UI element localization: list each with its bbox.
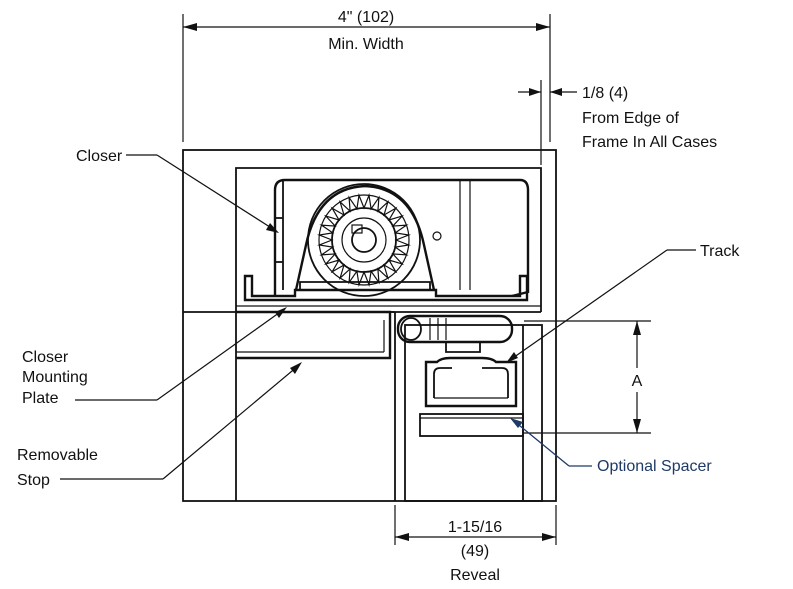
edge-offset-label-2: From Edge of	[582, 110, 679, 127]
edge-offset-label-3: Frame In All Cases	[582, 134, 717, 151]
reveal-label-3: Reveal	[450, 567, 500, 584]
gear-teeth	[317, 193, 411, 287]
width-dimension-label: 4" (102)	[338, 9, 394, 26]
track-label: Track	[700, 243, 740, 260]
width-dimension-sublabel: Min. Width	[328, 36, 404, 53]
callout-removable-stop: Removable Stop	[17, 362, 302, 489]
callout-track: Track	[506, 243, 740, 363]
gear-tooth-ring	[317, 193, 411, 287]
dimension-a: A	[524, 320, 651, 434]
removable-stop-label-1: Removable	[17, 447, 98, 464]
edge-offset-label-1: 1/8 (4)	[582, 85, 628, 102]
optional-spacer-label: Optional Spacer	[597, 458, 712, 475]
closer-label: Closer	[76, 148, 123, 165]
callout-closer: Closer	[76, 148, 279, 233]
reveal-dimension: 1-15/16 (49) Reveal	[394, 505, 557, 584]
edge-offset-dimension: 1/8 (4) From Edge of Frame In All Cases	[518, 80, 717, 165]
reveal-label-1: 1-15/16	[448, 519, 502, 536]
removable-stop-label-2: Stop	[17, 472, 50, 489]
reveal-label-2: (49)	[461, 543, 489, 560]
removable-stop	[236, 310, 392, 360]
callout-mounting-plate: Closer Mounting Plate	[22, 307, 287, 407]
track-assembly	[396, 314, 543, 502]
dimension-a-label: A	[632, 373, 643, 390]
callout-optional-spacer: Optional Spacer	[510, 418, 712, 475]
mounting-plate-label-2: Mounting	[22, 369, 88, 386]
width-dimension: 4" (102) Min. Width	[182, 9, 551, 142]
mounting-plate-label-3: Plate	[22, 390, 59, 407]
mounting-plate-label-1: Closer	[22, 349, 69, 366]
